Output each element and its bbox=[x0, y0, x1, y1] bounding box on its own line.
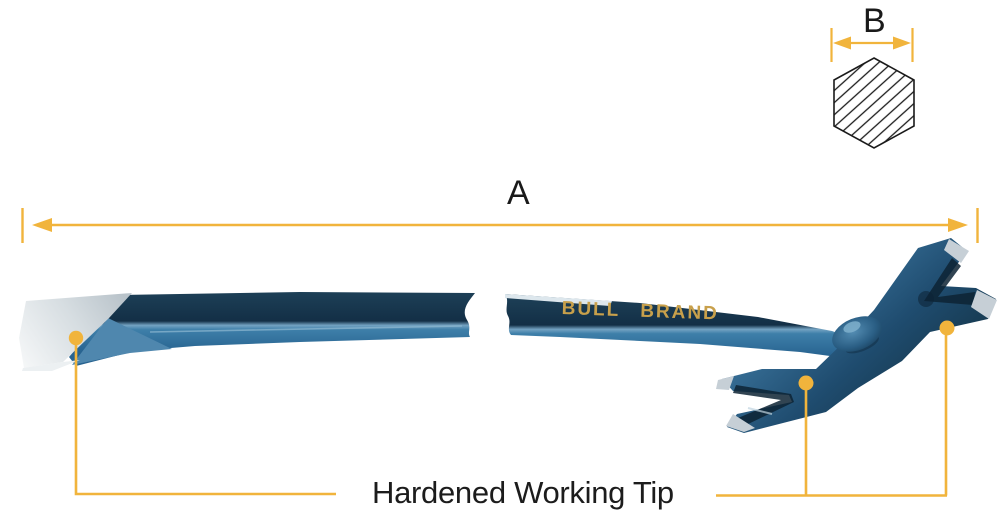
junction-boss bbox=[832, 316, 882, 352]
brand-word-2: BRAND bbox=[639, 300, 720, 325]
upper-claw-tip-silver-1 bbox=[944, 239, 969, 263]
bar-body-right bbox=[505, 294, 874, 360]
dimension-a bbox=[21, 208, 979, 243]
upper-claw-slot-shadow bbox=[918, 291, 934, 307]
bar-top-glare bbox=[505, 294, 612, 306]
claw-end bbox=[716, 238, 997, 433]
hex-cross-section bbox=[833, 57, 915, 149]
upper-claw-slot bbox=[924, 258, 975, 305]
leader-left bbox=[74, 342, 336, 496]
arrowhead-left-icon bbox=[833, 36, 851, 50]
hexagon-hatched-icon bbox=[833, 57, 915, 149]
junction-boss-highlight bbox=[843, 321, 861, 333]
hardened-tip-label: Hardened Working Tip bbox=[372, 475, 674, 510]
length-dimension-label: A bbox=[507, 174, 530, 212]
chisel-tip-underside bbox=[22, 360, 80, 371]
arrowhead-left-icon bbox=[32, 218, 52, 232]
crowbar-right-segment bbox=[505, 238, 997, 433]
crowbar-left-segment bbox=[19, 292, 475, 371]
brand-word-1: BULL bbox=[561, 298, 621, 322]
callout-dot-chisel bbox=[68, 330, 84, 346]
callout-leaders bbox=[68, 320, 955, 497]
callout-dot-upper-claw bbox=[939, 320, 955, 336]
lower-claw-shine bbox=[747, 407, 773, 415]
callout-dot-lower-claw bbox=[798, 375, 814, 391]
lower-claw-slot bbox=[733, 385, 794, 426]
dimension-b bbox=[830, 28, 914, 62]
arrowhead-right-icon bbox=[948, 218, 968, 232]
arrowhead-right-icon bbox=[893, 36, 911, 50]
brand-text: BULL BRAND bbox=[561, 298, 720, 325]
tip-bevel bbox=[72, 318, 172, 365]
bar-highlight-ridge bbox=[149, 325, 463, 333]
upper-claw-tip-silver-2 bbox=[971, 290, 997, 319]
width-dimension-label: B bbox=[863, 2, 886, 40]
lower-claw-tip-silver-2 bbox=[726, 414, 755, 432]
chisel-tip-silver bbox=[19, 293, 132, 368]
lower-claw-tip-silver-1 bbox=[716, 376, 734, 390]
